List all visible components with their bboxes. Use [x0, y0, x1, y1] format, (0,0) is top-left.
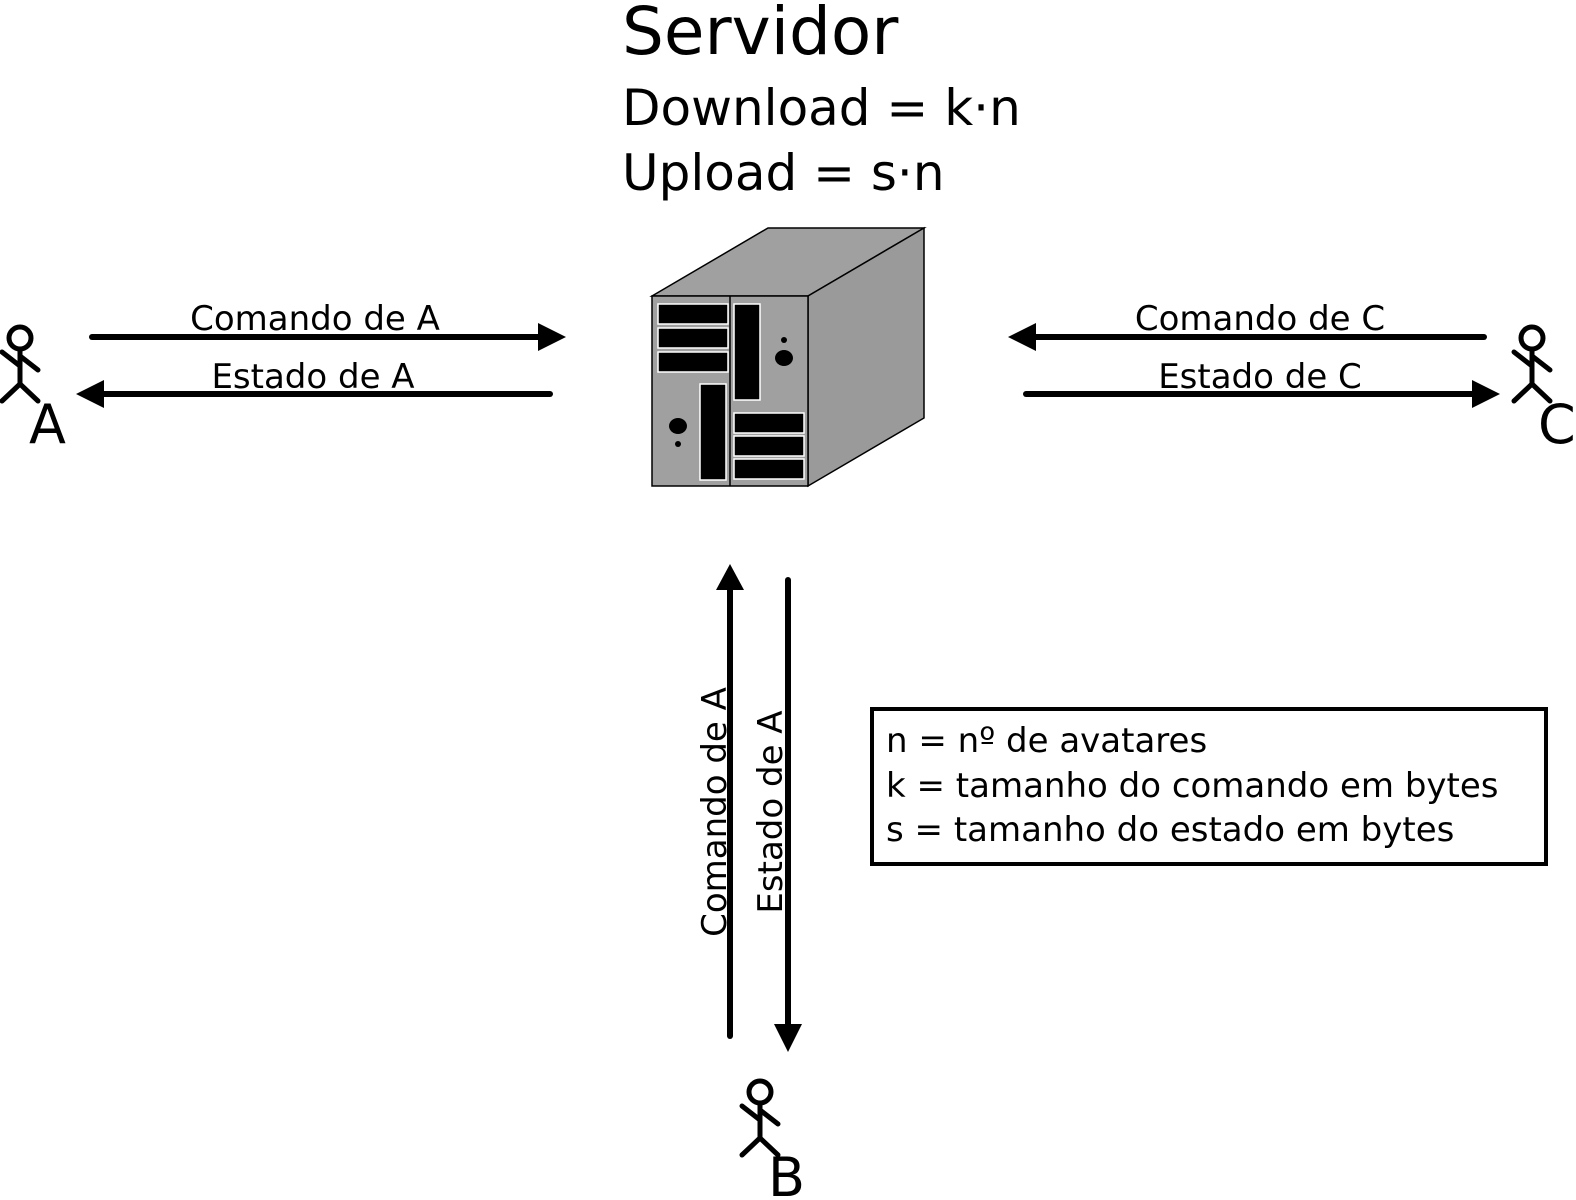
upload-formula: Upload = s·n [622, 144, 945, 202]
vertical-slot [733, 303, 761, 401]
user-b-label: B [768, 1146, 805, 1200]
arrow-down-icon [774, 1024, 802, 1052]
user-c-label: C [1538, 393, 1576, 456]
user-c: C [1511, 324, 1576, 456]
legend-line-n: n = nº de avatares [886, 721, 1207, 761]
arrow-right-icon [538, 323, 566, 351]
drive-bay [657, 303, 729, 325]
status-led [781, 337, 787, 343]
a-command-label: Comando de A [190, 299, 440, 339]
drive-bay [733, 435, 805, 457]
arrow-left-icon [1008, 323, 1036, 351]
vertical-slot [699, 383, 727, 481]
drive-bay [657, 327, 729, 349]
arrow-left-icon [76, 380, 104, 408]
b-command-label: Comando de A [695, 687, 735, 937]
a-state-label: Estado de A [211, 357, 414, 397]
stick-figure-icon [1511, 324, 1553, 404]
legend-line-s: s = tamanho do estado em bytes [886, 810, 1454, 850]
b-state-label: Estado de A [751, 710, 791, 913]
arrow-right-icon [1472, 380, 1500, 408]
legend-border [870, 707, 1548, 866]
legend-line-k: k = tamanho do comando em bytes [886, 766, 1499, 806]
legend-box: n = nº de avatares k = tamanho do comand… [870, 707, 1548, 866]
c-command-label: Comando de C [1135, 299, 1385, 339]
drive-bay [733, 412, 805, 434]
stick-figure-icon [0, 324, 41, 404]
user-a-label: A [29, 393, 66, 456]
power-button [669, 418, 687, 434]
server-tower-icon [649, 226, 927, 488]
drive-bay [657, 351, 729, 373]
arrow-up-icon [716, 564, 744, 590]
user-a: A [0, 324, 66, 456]
status-led [675, 441, 681, 447]
c-state-label: Estado de C [1158, 357, 1362, 397]
stick-figure-icon [739, 1078, 781, 1158]
power-button [775, 350, 793, 366]
drive-bay [733, 458, 805, 480]
server-title: Servidor [622, 0, 899, 70]
user-b: B [739, 1078, 805, 1200]
download-formula: Download = k·n [622, 79, 1021, 137]
